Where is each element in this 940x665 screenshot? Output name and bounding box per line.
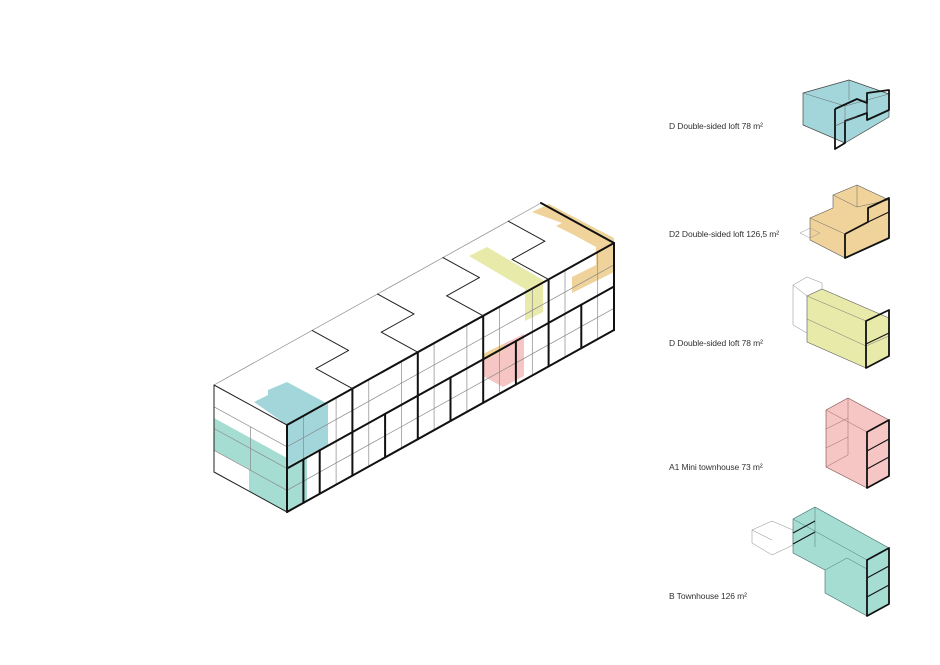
- roof-unit-line: [446, 277, 480, 297]
- roof-unit-line: [380, 331, 419, 353]
- roof-unit-line: [442, 257, 480, 279]
- legend-label-a1-townhouse: A1 Mini townhouse 73 m²: [669, 462, 763, 472]
- roof-unit-line: [380, 313, 415, 333]
- unit-a1-fill: [483, 334, 524, 387]
- front-floor-line: [286, 264, 615, 448]
- legend-icon-d2-loft: [799, 184, 890, 259]
- building-axonometric: [213, 202, 615, 513]
- legend-label-d-loft-b: D Double-sided loft 78 m²: [669, 338, 763, 348]
- roof-unit-line: [315, 349, 350, 370]
- legend-icon-d-loft: [802, 79, 890, 150]
- unit-d-roof-fill: [254, 382, 328, 425]
- unit-b-front-fill: [287, 456, 307, 512]
- legend-icon-b-townhouse: [751, 506, 890, 617]
- unit-d-yellow-roof-fill: [469, 247, 543, 289]
- roof-unit-line: [311, 329, 350, 351]
- unit-b-left-white: [214, 450, 249, 491]
- legend-icon-a1-townhouse: [825, 397, 890, 489]
- front-top-edge: [286, 242, 615, 426]
- legend-label-b-townhouse: B Townhouse 126 m²: [669, 591, 747, 601]
- roof-unit-line: [511, 240, 546, 260]
- left-bottom-edge: [213, 471, 288, 513]
- roof-unit-line: [507, 220, 546, 242]
- unit-d2-front-fill: [572, 238, 614, 293]
- front-bottom-edge: [286, 329, 615, 513]
- roof-unit-line: [377, 293, 415, 315]
- roof-unit-line: [446, 295, 484, 317]
- roof-unit-outlines: [213, 220, 550, 513]
- unit-d2-roof-fill: [532, 204, 614, 247]
- legend-icon-d-loft-b: [792, 276, 890, 369]
- roof-unit-line: [511, 258, 550, 280]
- building-outline: [286, 202, 615, 513]
- left-top-edge: [213, 384, 288, 426]
- legend-label-d2-loft: D2 Double-sided loft 126,5 m²: [669, 229, 780, 239]
- roof-unit-line: [315, 368, 353, 390]
- legend-label-d-loft: D Double-sided loft 78 m²: [669, 121, 763, 131]
- roof-right-edge: [540, 202, 615, 244]
